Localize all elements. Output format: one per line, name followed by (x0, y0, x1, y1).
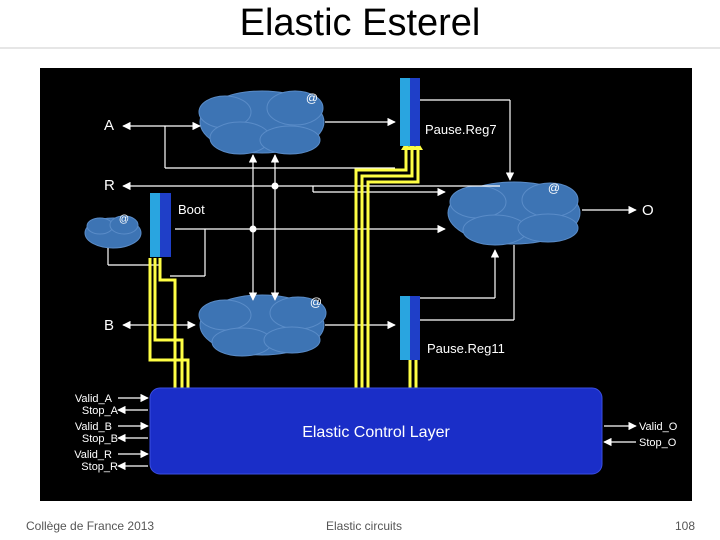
control-label-valid-o: Valid_O (639, 421, 678, 433)
register-pause-reg7 (400, 78, 420, 146)
register-label-pause-reg7: Pause.Reg7 (425, 122, 497, 137)
register-boot (150, 193, 171, 257)
svg-text:@: @ (548, 181, 560, 195)
elastic-wires (148, 148, 420, 390)
footer-center: Elastic circuits (326, 519, 403, 533)
wire-junctions (249, 182, 279, 233)
cloud-middle (198, 294, 327, 357)
slide-title: Elastic Esterel (239, 2, 481, 44)
input-label-b: B (104, 317, 114, 334)
output-label-o: O (642, 202, 654, 219)
cloud-top (198, 90, 325, 155)
control-label-stop-a: Stop_A (82, 405, 119, 417)
footer-left: Collège de France 2013 (26, 519, 155, 533)
pause-marker-icon: @ (119, 214, 129, 225)
svg-text:@: @ (306, 91, 318, 105)
register-label-pause-reg11: Pause.Reg11 (427, 341, 505, 356)
control-label-valid-a: Valid_A (75, 393, 113, 405)
control-right-wires (603, 421, 637, 447)
signal-wires (107, 99, 637, 330)
svg-text:@: @ (310, 295, 322, 309)
title-rule (0, 47, 720, 49)
elastic-control-layer (149, 387, 603, 475)
control-layer-label: Elastic Control Layer (302, 424, 450, 441)
page-number: 108 (675, 519, 696, 533)
control-label-valid-r: Valid_R (74, 449, 112, 461)
cloud-right (447, 181, 581, 246)
input-label-r: R (104, 177, 115, 194)
cloud-small (84, 215, 142, 249)
pause-marker-icon: @ (548, 181, 560, 195)
control-label-stop-b: Stop_B (82, 433, 118, 445)
register-pause-reg11 (400, 296, 420, 360)
control-left-wires (117, 393, 149, 471)
control-label-stop-r: Stop_R (81, 461, 118, 473)
pause-marker-icon: @ (310, 295, 322, 309)
pause-marker-icon: @ (306, 91, 318, 105)
control-label-valid-b: Valid_B (75, 421, 112, 433)
svg-text:@: @ (119, 214, 129, 225)
register-label-boot: Boot (178, 202, 205, 217)
control-label-stop-o: Stop_O (639, 437, 677, 449)
input-label-a: A (104, 117, 114, 134)
